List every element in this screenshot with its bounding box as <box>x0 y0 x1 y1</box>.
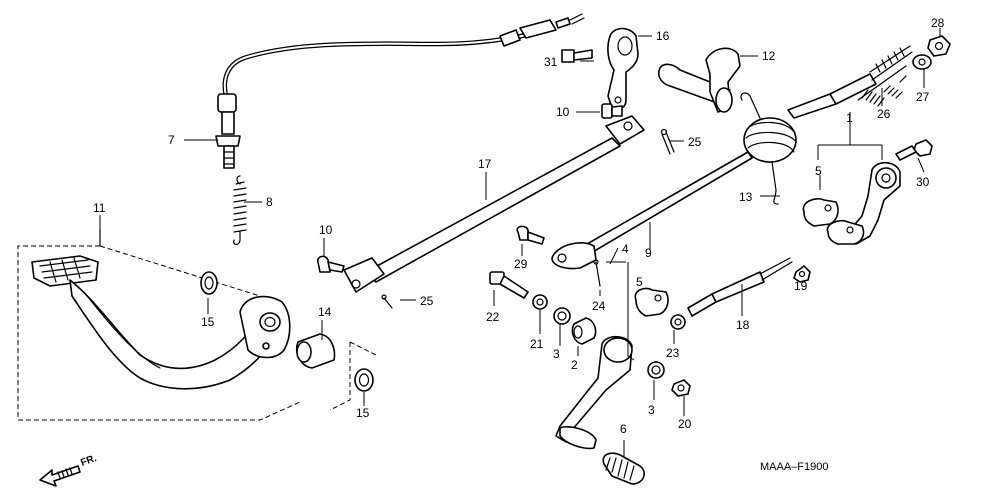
seal-3-lower-part[interactable] <box>647 361 665 379</box>
bolt-29-part[interactable] <box>516 225 545 245</box>
front-direction-label: FR. <box>79 453 98 469</box>
part-number-p13[interactable]: 13 <box>739 190 753 204</box>
part-number-p10b[interactable]: 10 <box>319 223 333 237</box>
part-number-p22[interactable]: 22 <box>486 310 500 324</box>
ball-joint-lower-part[interactable] <box>826 219 865 245</box>
part-number-p17[interactable]: 17 <box>478 157 492 171</box>
dust-seal-lower-part[interactable] <box>354 368 374 392</box>
part-number-p15b[interactable]: 15 <box>356 406 370 420</box>
part-number-p3a[interactable]: 3 <box>553 347 560 361</box>
part-number-p26[interactable]: 26 <box>877 107 891 121</box>
part-number-p19[interactable]: 19 <box>794 279 808 293</box>
part-number-p25a[interactable]: 25 <box>688 135 702 149</box>
nut-20-part[interactable] <box>671 379 691 397</box>
part-number-p20[interactable]: 20 <box>678 417 692 431</box>
adjuster-rod-part[interactable] <box>551 151 753 270</box>
ball-joint-5-lower-part[interactable] <box>634 287 669 317</box>
part-number-p31[interactable]: 31 <box>544 55 558 69</box>
brake-light-switch-part[interactable] <box>215 13 585 169</box>
brake-arm-part[interactable] <box>607 27 639 111</box>
brake-pedal-part[interactable] <box>17 229 301 421</box>
bolt-22-part[interactable] <box>489 271 529 299</box>
collar-2-part[interactable] <box>571 317 597 345</box>
part-number-p5b[interactable]: 5 <box>815 164 822 178</box>
part-number-p3b[interactable]: 3 <box>648 403 655 417</box>
part-number-p11[interactable]: 11 <box>93 201 106 215</box>
part-number-p7[interactable]: 7 <box>168 133 175 147</box>
assembly-1-bracket <box>817 112 883 160</box>
brake-light-spring-part[interactable] <box>233 175 247 246</box>
bolt-10-lower-part[interactable] <box>316 255 345 273</box>
return-spring-part[interactable] <box>740 92 797 205</box>
part-number-p15a[interactable]: 15 <box>201 315 215 329</box>
shift-rod-upper-part[interactable] <box>787 45 913 119</box>
washer-23-part[interactable] <box>670 314 686 330</box>
part-number-p6[interactable]: 6 <box>620 422 627 436</box>
bolt-31-part[interactable] <box>561 49 593 63</box>
part-number-callouts: 1 2 3 3 4 5 5 6 7 8 9 10 10 11 12 13 14 … <box>93 16 945 436</box>
spring-26-part[interactable] <box>857 65 907 107</box>
dust-seal-upper-part[interactable] <box>200 271 218 295</box>
part-number-p18[interactable]: 18 <box>736 318 750 332</box>
nut-19-part[interactable] <box>793 265 811 283</box>
part-number-p25b[interactable]: 25 <box>420 294 434 308</box>
part-number-p14[interactable]: 14 <box>318 305 332 319</box>
part-number-p12[interactable]: 12 <box>762 49 776 63</box>
leader-lines <box>99 28 941 458</box>
front-direction-arrow: FR. <box>39 453 98 487</box>
cotter-pin-upper-part[interactable] <box>660 128 675 155</box>
bolt-10-upper-part[interactable] <box>601 103 623 119</box>
cotter-pin-lower-part[interactable] <box>381 294 393 309</box>
pivot-collar-part[interactable] <box>296 333 336 369</box>
part-number-p30[interactable]: 30 <box>916 175 930 189</box>
part-number-p5a[interactable]: 5 <box>636 275 643 289</box>
part-number-p23[interactable]: 23 <box>666 346 680 360</box>
part-number-p9[interactable]: 9 <box>645 246 652 260</box>
shift-rod-part[interactable] <box>687 257 793 317</box>
change-pedal-part[interactable] <box>555 335 633 450</box>
part-number-p1[interactable]: 1 <box>846 111 853 125</box>
part-number-p27[interactable]: 27 <box>916 90 930 104</box>
nut-28-part[interactable] <box>927 35 951 57</box>
bolt-30-part[interactable] <box>895 139 933 161</box>
part-number-p24[interactable]: 24 <box>592 299 606 313</box>
pedal-rubber-part[interactable] <box>602 452 645 485</box>
part-number-p4[interactable]: 4 <box>622 242 629 256</box>
part-number-p29[interactable]: 29 <box>514 257 528 271</box>
part-number-p2[interactable]: 2 <box>571 358 578 372</box>
brake-rod-part[interactable] <box>343 115 645 293</box>
part-number-p21[interactable]: 21 <box>530 337 544 351</box>
part-number-p28[interactable]: 28 <box>931 16 945 30</box>
seal-guide-box <box>329 342 351 411</box>
diagram-code: MAAA–F1900 <box>760 461 828 473</box>
pedal-shaft-part[interactable] <box>657 47 741 113</box>
washer-27-part[interactable] <box>912 54 932 70</box>
part-number-p16[interactable]: 16 <box>656 29 670 43</box>
ball-joint-5-upper-part[interactable] <box>802 197 839 227</box>
part-number-p10a[interactable]: 10 <box>556 105 570 119</box>
cotter-pin-24-part[interactable] <box>593 259 601 287</box>
seal-3-upper-part[interactable] <box>553 307 571 325</box>
part-number-p8[interactable]: 8 <box>266 195 273 209</box>
seal-guide-box-2 <box>349 341 379 357</box>
washer-21-part[interactable] <box>532 294 548 310</box>
